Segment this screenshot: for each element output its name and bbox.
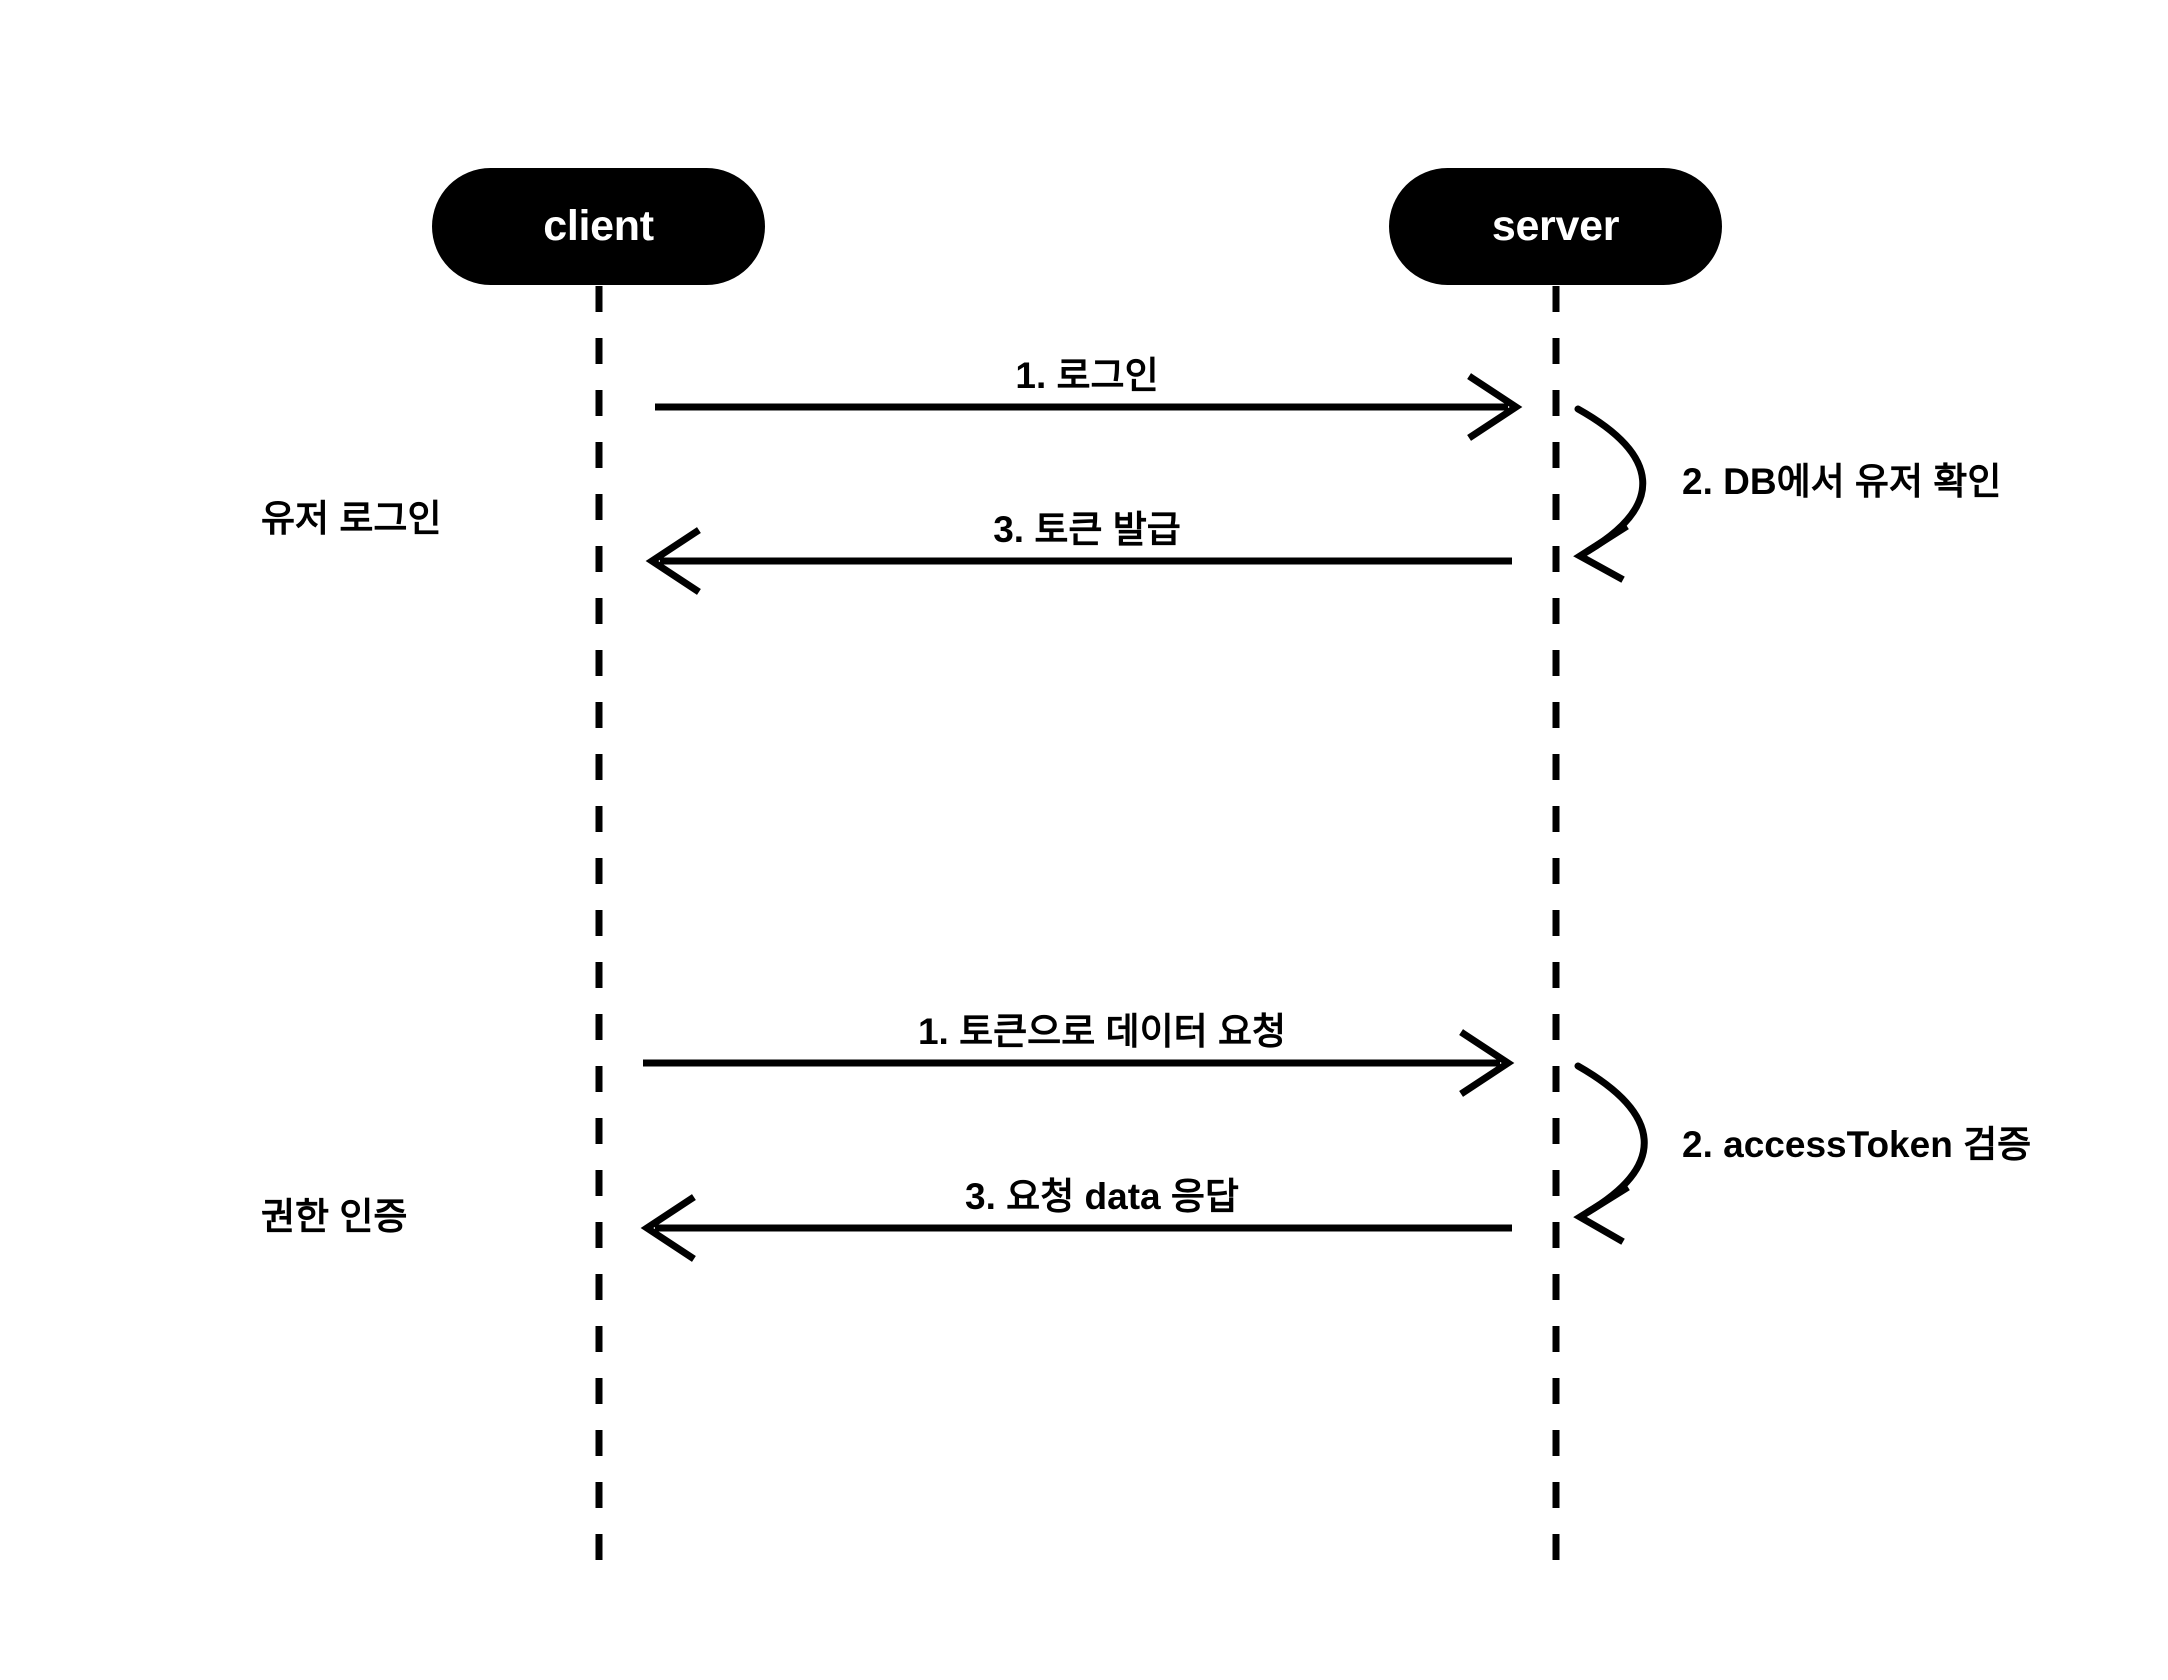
section-label-user-login: 유저 로그인 [261,498,442,539]
actor-box-client[interactable]: client [432,168,765,285]
message-label-db-user-check: 2. DB에서 유저 확인 [1682,461,2002,502]
actor-label-server: server [1491,202,1620,250]
actor-box-server[interactable]: server [1389,168,1722,285]
message-label-data-response: 3. 요청 data 응답 [965,1176,1239,1217]
actor-label-client: client [543,202,654,250]
message-selfloop-access-token-verify [1573,1062,1648,1245]
message-selfloop-db-user-check [1573,405,1647,583]
message-label-login-request: 1. 로그인 [1015,355,1159,396]
message-label-access-token-verify: 2. accessToken 검증 [1682,1124,2032,1165]
section-label-authorization: 권한 인증 [261,1196,408,1237]
message-label-data-request-with-token: 1. 토큰으로 데이터 요청 [917,1011,1287,1052]
message-label-token-issue: 3. 토큰 발급 [993,509,1181,550]
